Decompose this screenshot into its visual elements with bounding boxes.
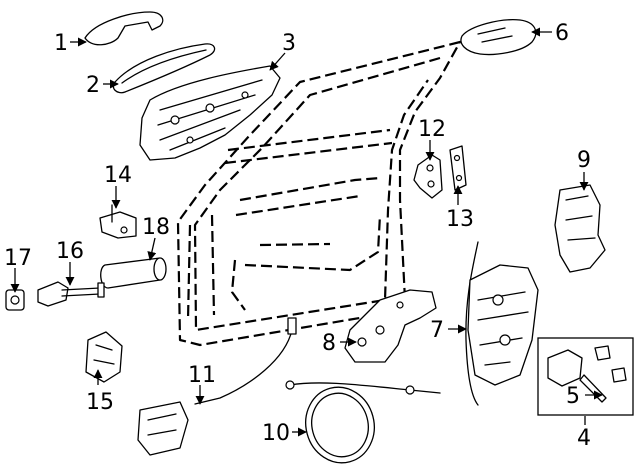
part-17-bumper: [5, 289, 25, 311]
leader-18: [147, 237, 157, 261]
part-10-cable: [285, 380, 441, 464]
callout-12: 12: [418, 117, 446, 142]
callout-labels: 1 2 3 4 5 6 7 8 9 10 11 12 13 14 15 16 1…: [4, 21, 591, 451]
part-14-hinge: [99, 204, 137, 239]
part-6-key-fob: [460, 19, 537, 56]
part-18-bumper: [100, 257, 167, 289]
callout-16: 16: [56, 239, 84, 264]
leader-3: [269, 52, 286, 71]
callout-13: 13: [446, 207, 474, 232]
part-2-handle-gasket: [112, 43, 216, 94]
callout-9: 9: [577, 148, 591, 173]
part-8-bracket: [344, 289, 437, 363]
callout-4: 4: [577, 426, 591, 451]
part-1-outside-handle: [84, 11, 164, 46]
part-3-handle-carrier: [139, 65, 281, 161]
part-9-lock-cover: [554, 184, 606, 273]
callout-10: 10: [262, 421, 290, 446]
part-16-door-check: [37, 281, 105, 307]
part-7-latch: [465, 241, 539, 406]
callout-15: 15: [86, 390, 114, 415]
leader-lines: [10, 27, 603, 437]
part-13-striker-plate: [449, 145, 467, 191]
callout-2: 2: [86, 73, 100, 98]
callout-14: 14: [104, 163, 132, 188]
callout-8: 8: [322, 331, 336, 356]
part-4-inset: [537, 337, 634, 416]
part-12-striker: [413, 154, 443, 199]
callout-7: 7: [430, 318, 444, 343]
part-11-actuator: [137, 317, 297, 456]
callout-18: 18: [142, 215, 170, 240]
callout-3: 3: [282, 31, 296, 56]
callout-17: 17: [4, 246, 32, 271]
callout-11: 11: [188, 363, 216, 388]
callout-6: 6: [555, 21, 569, 46]
part-15-lower-hinge: [85, 331, 123, 383]
callout-1: 1: [54, 31, 68, 56]
door-frame: [176, 40, 462, 347]
callout-5: 5: [566, 384, 580, 409]
